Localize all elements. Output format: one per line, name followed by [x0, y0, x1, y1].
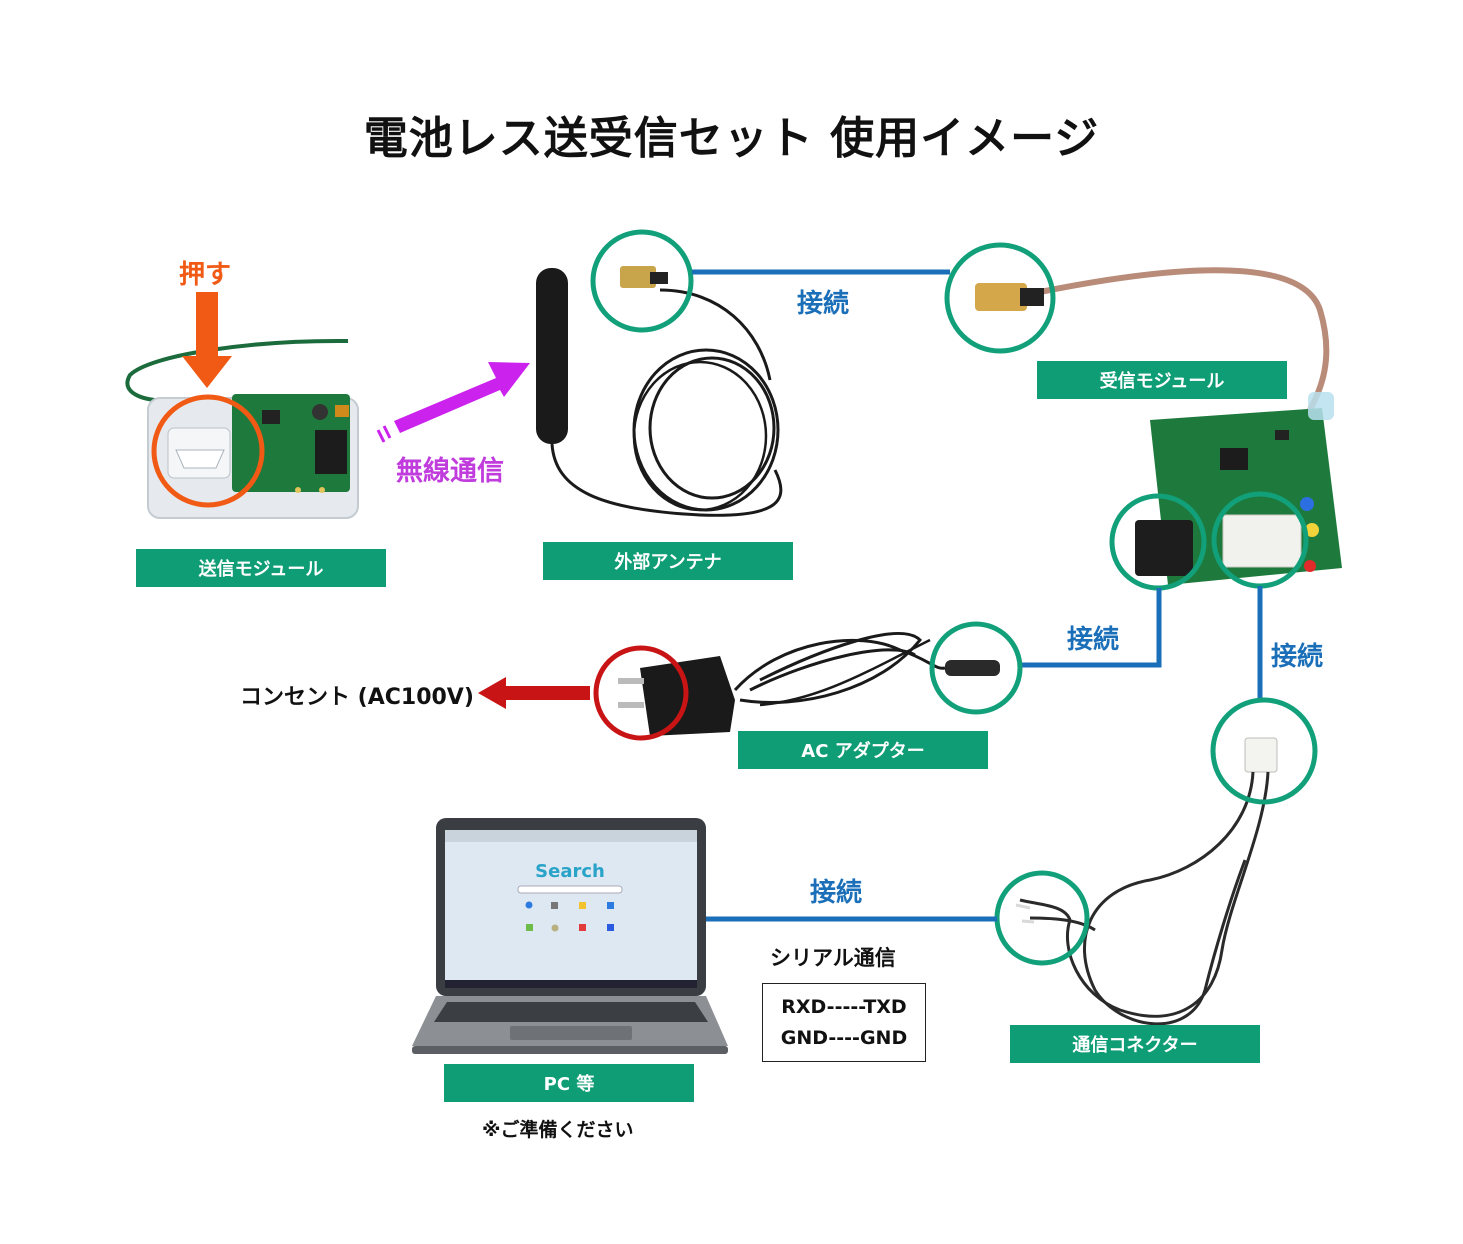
antenna-connector-highlight — [590, 229, 694, 333]
ac-adapter-plug-highlight — [593, 645, 689, 741]
screen-icons — [525, 901, 614, 932]
label-transmitter: 送信モジュール — [136, 549, 386, 587]
outlet-label: コンセント (AC100V) — [240, 685, 474, 710]
label-pc: PC 等 — [444, 1064, 694, 1102]
serial-label: シリアル通信 — [770, 946, 896, 970]
page-title: 電池レス送受信セット 使用イメージ — [363, 113, 1100, 164]
connect-label-adapter: 接続 — [1067, 625, 1120, 655]
press-arrow — [182, 292, 232, 388]
wireless-label: 無線通信 — [396, 456, 504, 487]
label-antenna: 外部アンテナ — [543, 542, 793, 580]
wireless-arrow — [376, 362, 530, 443]
outlet-arrow — [478, 677, 590, 709]
connection-line-adapter-receiver — [1022, 588, 1162, 668]
comm-connector-image — [1015, 737, 1278, 1026]
ac-adapter-jack-highlight — [929, 621, 1023, 715]
label-comm-connector: 通信コネクター — [1010, 1025, 1260, 1063]
label-ac-adapter: AC アダプター — [738, 731, 988, 769]
connect-label-antenna: 接続 — [797, 289, 850, 319]
screen-search-word: Search — [535, 861, 605, 882]
connect-label-comm: 接続 — [1271, 642, 1324, 672]
label-receiver: 受信モジュール — [1037, 361, 1287, 399]
serial-pin-gnd-gnd: GND----GND — [780, 1026, 908, 1049]
press-label: 押す — [179, 260, 232, 290]
transmitter-button-highlight — [151, 394, 265, 508]
comm-connector-plug-highlight — [1210, 697, 1318, 805]
receiver-connector-highlight — [944, 242, 1056, 354]
antenna-image — [536, 266, 783, 517]
prepare-note: ※ご準備ください — [482, 1119, 634, 1141]
transmitter-module-image — [125, 338, 359, 519]
serial-pin-box: RXD-----TXD GND----GND — [762, 983, 926, 1062]
connect-label-pc: 接続 — [810, 878, 863, 908]
serial-pin-rxd-txd: RXD-----TXD — [781, 995, 907, 1018]
laptop-image: Search — [412, 818, 728, 1054]
receiver-module-image — [975, 267, 1342, 585]
